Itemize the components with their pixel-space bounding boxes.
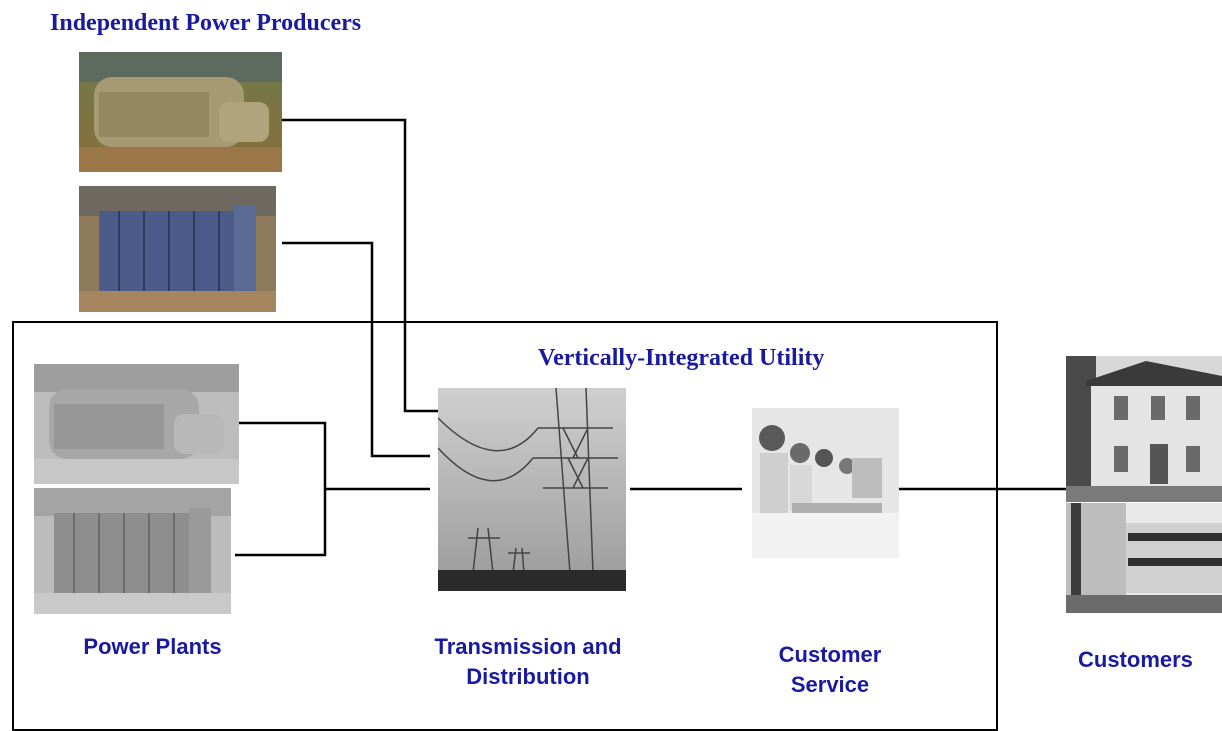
utility-title: Vertically-Integrated Utility	[538, 345, 825, 371]
ipp-turbine-line	[282, 118, 438, 413]
call-center-photo	[752, 408, 899, 558]
office-building-photo	[1066, 503, 1222, 613]
ipp-title: Independent Power Producers	[50, 10, 362, 36]
ipp-plant-photo	[79, 186, 276, 312]
house-photo	[1066, 356, 1222, 502]
ipp-plant-line	[282, 241, 430, 458]
transmission-label-line1: Transmission and	[434, 634, 622, 659]
utility-plant-photo	[34, 488, 231, 614]
transmission-label-line2: Distribution	[466, 664, 590, 689]
customer-service-label: Customer Service	[740, 640, 920, 700]
utility-turbine-photo	[34, 364, 239, 484]
power-plants-label: Power Plants	[83, 634, 222, 659]
customer-service-label-line2: Service	[790, 672, 870, 697]
ipp-turbine-photo	[79, 52, 282, 172]
utility-turbine-line	[232, 421, 327, 557]
transmission-tower-photo	[438, 388, 626, 591]
customer-service-label-line1: Customer	[778, 642, 882, 667]
customers-label: Customers	[1078, 647, 1193, 672]
transmission-label: Transmission and Distribution	[393, 632, 663, 692]
